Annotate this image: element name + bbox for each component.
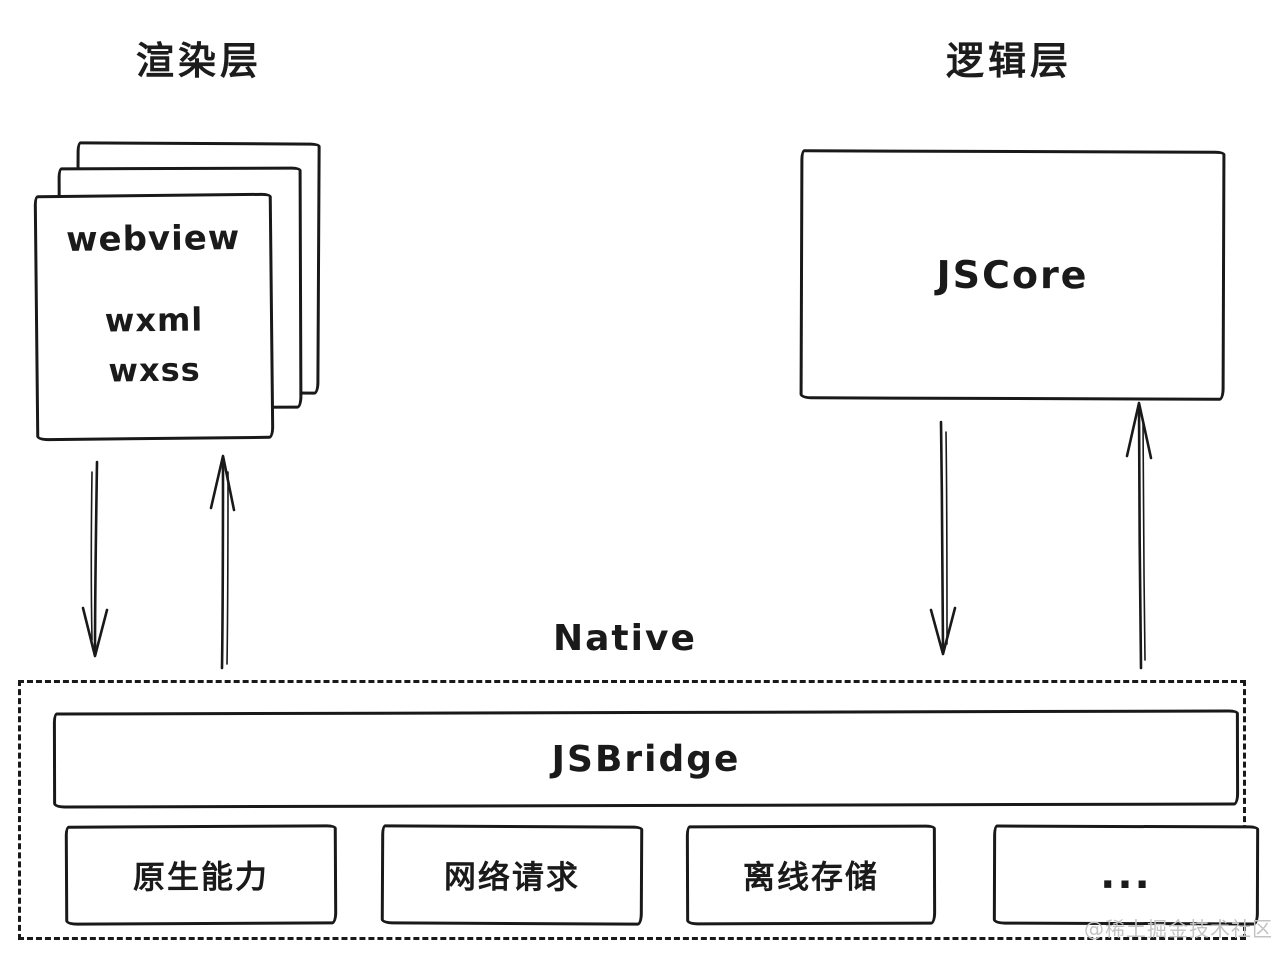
arrow-native-to-webview <box>220 456 225 670</box>
arrow-native-to-webview-head <box>209 454 236 512</box>
capability-label: 原生能力 <box>132 857 270 897</box>
wxss-label: wxss <box>108 350 201 390</box>
arrow-native-to-jscore-head <box>1125 401 1153 460</box>
webview-card: webview wxml wxss <box>33 192 275 442</box>
capability-box-more: ... <box>992 824 1260 926</box>
arrow-jscore-to-native-sketch <box>945 431 948 645</box>
capability-box-native-ability: 原生能力 <box>64 824 338 926</box>
capability-label: 网络请求 <box>443 857 581 897</box>
capability-label: ... <box>1100 851 1152 899</box>
native-label: Native <box>553 618 697 659</box>
render-layer-label: 渲染层 <box>136 39 263 83</box>
arrow-webview-to-native-sketch <box>90 471 93 641</box>
webview-label: webview <box>65 218 241 260</box>
arrow-native-to-jscore <box>1137 403 1143 670</box>
arrow-native-to-webview-sketch <box>226 471 229 665</box>
wxml-label: wxml <box>104 300 204 340</box>
arrow-native-to-jscore-sketch <box>1142 419 1146 661</box>
jsbridge-label: JSBridge <box>551 738 741 780</box>
arrow-jscore-to-native <box>939 420 945 652</box>
arrow-webview-to-native <box>93 460 99 654</box>
jscore-box: JSCore <box>799 149 1226 401</box>
capability-box-network-request: 网络请求 <box>380 824 644 926</box>
jsbridge-box: JSBridge <box>52 709 1240 809</box>
arrow-jscore-to-native-head <box>929 606 957 656</box>
logic-layer-label: 逻辑层 <box>946 39 1073 83</box>
watermark: @稀土掘金技术社区 <box>1084 917 1273 941</box>
capability-label: 离线存储 <box>742 857 880 897</box>
capability-box-offline-storage: 离线存储 <box>685 824 937 926</box>
arrow-webview-to-native-head <box>81 606 109 658</box>
jscore-label: JSCore <box>936 252 1089 298</box>
native-container: JSBridge 原生能力 网络请求 离线存储 ... <box>18 680 1260 940</box>
